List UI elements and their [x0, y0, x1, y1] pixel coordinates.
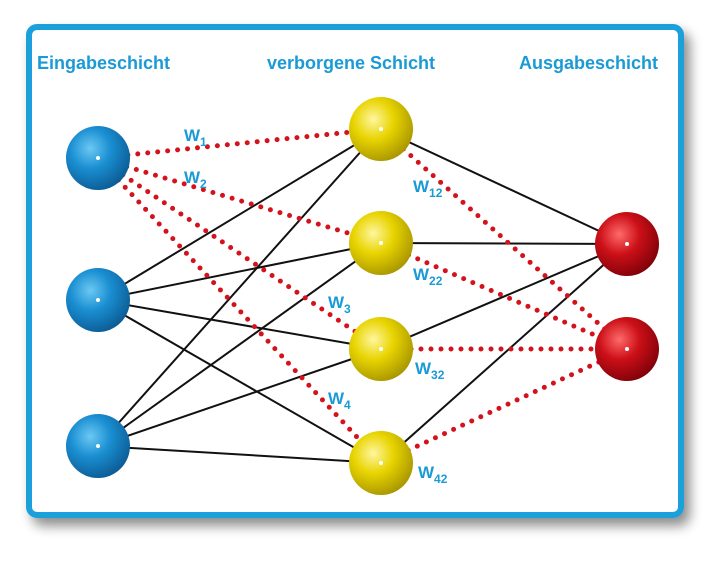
hidden-node-2-center — [379, 241, 383, 245]
frame — [26, 24, 684, 518]
edge-hidden3-output1 — [380, 243, 628, 350]
hidden-node-1-center — [379, 127, 383, 131]
weight-label-w2: W2 — [184, 168, 207, 191]
edge-input2-hidden4 — [97, 299, 382, 464]
edge-input3-hidden1 — [97, 128, 382, 447]
weight-label-w22: W22 — [413, 265, 443, 288]
output-node-1-center — [625, 242, 629, 246]
solid-edges — [97, 128, 628, 464]
edge-input2-hidden3 — [97, 299, 382, 350]
weight-label-w4: W4 — [328, 389, 351, 412]
edge-input1-hidden1 — [95, 126, 384, 161]
input-node-3-center — [96, 444, 100, 448]
weight-label-w12: W12 — [413, 177, 443, 200]
nodes — [66, 97, 659, 495]
edge-input1-hidden3 — [95, 155, 384, 352]
weight-label-w3: W3 — [328, 293, 351, 316]
edge-input2-hidden1 — [97, 128, 382, 301]
input-node-1-center — [96, 156, 100, 160]
hidden-node-3-center — [379, 347, 383, 351]
highlighted-edges — [95, 126, 630, 466]
edge-hidden2-output1 — [380, 242, 628, 245]
edge-input1-hidden2 — [95, 155, 384, 246]
hidden-node-4-center — [379, 461, 383, 465]
weight-labels: W1 W2 W3 W4 W12 W22 W32 W42 — [184, 126, 448, 486]
edge-hidden1-output1 — [380, 128, 628, 245]
output-node-2-center — [625, 347, 629, 351]
output-layer-label: Ausgabeschicht — [519, 53, 658, 73]
input-node-2-center — [96, 298, 100, 302]
edge-input3-hidden3 — [97, 348, 382, 447]
weight-label-w42: W42 — [418, 463, 448, 486]
edge-input3-hidden2 — [97, 242, 382, 447]
edge-input1-hidden4 — [95, 155, 384, 466]
edge-input3-hidden4 — [97, 445, 382, 464]
input-layer-label: Eingabeschicht — [37, 53, 170, 73]
hidden-layer-label: verborgene Schicht — [267, 53, 435, 73]
weight-label-w32: W32 — [415, 359, 445, 382]
weight-label-w1: W1 — [184, 126, 207, 149]
edge-hidden4-output1 — [380, 243, 628, 464]
edge-input2-hidden2 — [97, 242, 382, 301]
